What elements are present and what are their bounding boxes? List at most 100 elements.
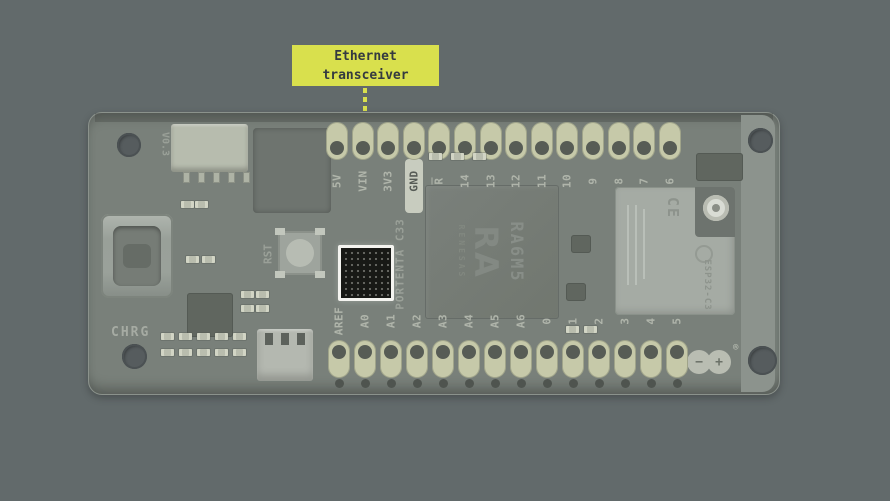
- pin-label-10: 10: [560, 173, 574, 189]
- eslov-leg: [213, 172, 220, 183]
- module-fineprint-line: [635, 205, 637, 285]
- renesas-brand-label: RENESAS: [457, 224, 467, 280]
- pin-label-GND: GND: [407, 170, 421, 192]
- pin-hole: [384, 345, 398, 359]
- component-above-module: [696, 153, 743, 181]
- pin-hole: [355, 141, 370, 155]
- renesas-ra-logo: RA: [467, 225, 506, 279]
- pin-label-1: 1: [566, 317, 580, 325]
- pin-hole: [644, 345, 658, 359]
- pin-pad-5: [666, 340, 688, 378]
- pin-pad-3: [614, 340, 636, 378]
- portenta-c33-silkscreen: PORTENTA C33: [393, 218, 407, 310]
- pin-hole: [586, 141, 600, 155]
- pin-hole: [592, 345, 606, 359]
- gnd-silkscreen-box: [404, 159, 423, 213]
- antenna-area: [741, 115, 775, 392]
- pin-label-3: 3: [618, 317, 632, 325]
- pin-hole: [436, 345, 450, 359]
- pin-label-5V: 5V: [330, 173, 344, 189]
- battery-pin: [297, 333, 305, 345]
- pin-hole: [332, 345, 346, 359]
- pin-hole: [381, 141, 396, 155]
- pin-label-VIN: VIN: [356, 170, 370, 192]
- pmic-chip: [187, 293, 233, 337]
- pin-castellation-via: [594, 379, 604, 388]
- shield-region: [253, 128, 331, 213]
- pin-label-A1: A1: [384, 313, 398, 329]
- ra6m5-mcu-chip: RA6M5 RA RENESAS: [425, 185, 559, 319]
- esp32-module: [615, 187, 735, 315]
- passive-component: [161, 349, 174, 356]
- pin-castellation-via: [620, 379, 630, 388]
- passive-component: [197, 333, 210, 340]
- pin-hole: [514, 345, 528, 359]
- pin-label-A2: A2: [410, 313, 424, 329]
- pin-label-14: 14: [458, 173, 472, 189]
- passive-component: [241, 305, 254, 312]
- pin-pad-12: [505, 122, 528, 160]
- pin-label-6: 6: [663, 177, 677, 185]
- passive-component: [233, 333, 246, 340]
- ufl-center-pin: [712, 204, 720, 212]
- passive-component: [473, 153, 486, 160]
- eslov-leg: [198, 172, 205, 183]
- passive-component: [186, 256, 199, 263]
- pin-hole: [330, 141, 344, 155]
- module-fineprint-line: [643, 209, 645, 279]
- reset-button-tab: [275, 271, 285, 278]
- chrg-label: CHRG: [111, 325, 151, 340]
- registered-trademark: ®: [733, 343, 739, 353]
- passive-component: [233, 349, 246, 356]
- mounting-hole-bottom-right: [748, 346, 777, 375]
- pin-label-R: R: [432, 177, 446, 185]
- passive-component: [202, 256, 215, 263]
- pin-pad-5V: [326, 122, 348, 160]
- pin-hole: [488, 345, 502, 359]
- passive-component: [256, 305, 269, 312]
- arduino-logo: − + ®: [687, 343, 738, 376]
- ethernet-transceiver-chip: [338, 245, 394, 301]
- rst-label: RST: [261, 244, 275, 264]
- passive-component: [451, 153, 464, 160]
- eslov-leg: [228, 172, 235, 183]
- passive-component: [566, 326, 579, 333]
- pin-label-A5: A5: [488, 313, 502, 329]
- usb-c-connector: [101, 214, 173, 298]
- pin-pad-6: [658, 122, 681, 160]
- pin-label-8: 8: [612, 177, 626, 185]
- pin-pad-VIN: [351, 122, 374, 160]
- module-fineprint-line: [627, 205, 629, 285]
- arduino-logo-minus: −: [687, 350, 711, 374]
- battery-pin: [281, 333, 289, 345]
- pin-label-12: 12: [509, 173, 523, 189]
- board-version-label: V0.3: [159, 131, 171, 157]
- arduino-logo-plus: +: [707, 350, 731, 374]
- pin-label-2: 2: [592, 317, 606, 325]
- pin-pad-3V3: [377, 122, 400, 160]
- usb-c-slot: [123, 244, 151, 268]
- passive-component: [256, 291, 269, 298]
- pin-hole: [358, 345, 372, 359]
- passive-component: [429, 153, 442, 160]
- pin-label-7: 7: [637, 177, 651, 185]
- pin-pad-14: [454, 122, 476, 160]
- reset-button-tab: [315, 271, 325, 278]
- pin-castellation-via: [646, 379, 656, 388]
- callout-label: Ethernet transceiver: [292, 45, 439, 86]
- pin-hole: [534, 141, 549, 155]
- pin-hole: [618, 345, 632, 359]
- pin-pad-A0: [354, 340, 376, 378]
- pin-label-A6: A6: [514, 313, 528, 329]
- pin-hole: [637, 141, 652, 155]
- passive-component: [161, 333, 174, 340]
- board-edge-shadow: [95, 113, 773, 122]
- passive-component: [197, 349, 210, 356]
- small-ic-1: [571, 235, 591, 253]
- pin-pad-A3: [432, 340, 454, 378]
- pin-pad-13: [479, 122, 502, 160]
- reset-button-tab: [275, 228, 285, 235]
- pin-castellation-via: [568, 379, 578, 388]
- pin-pad-9: [582, 122, 604, 160]
